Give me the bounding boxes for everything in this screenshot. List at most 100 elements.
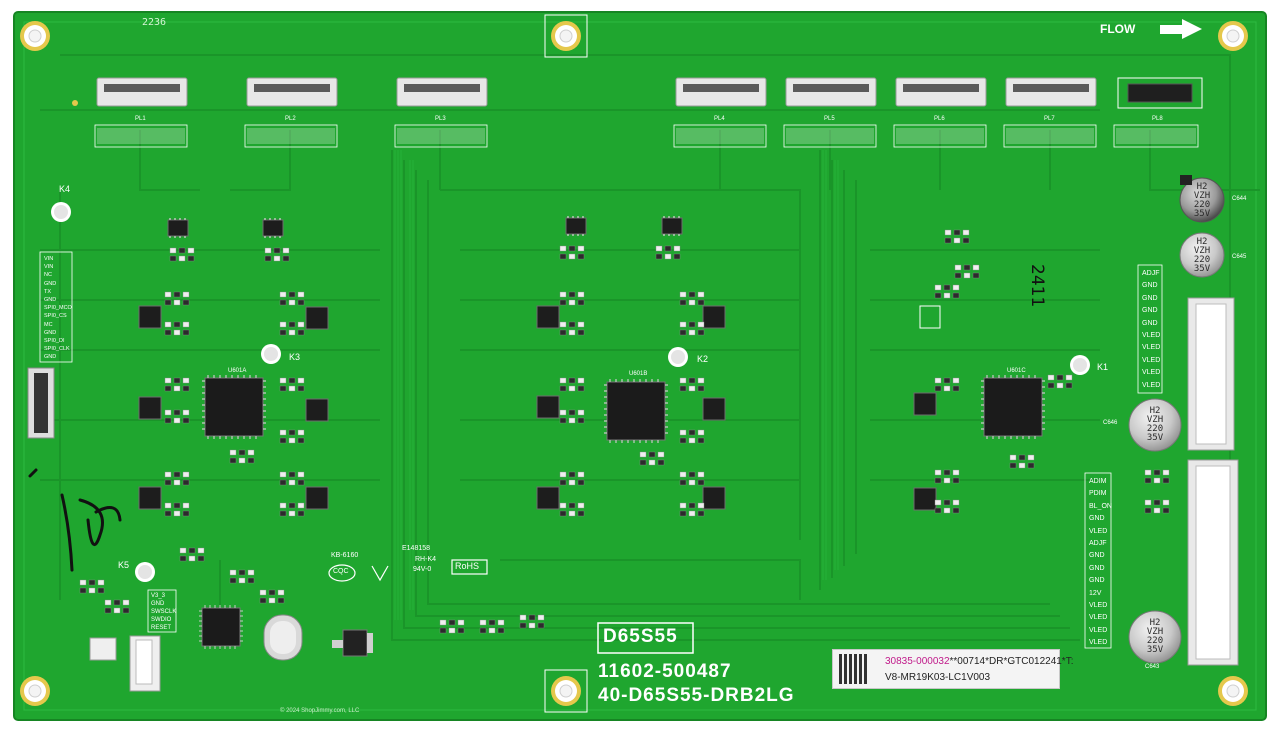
cap-ref-c646: C646 [1103,420,1118,426]
smd-part [559,299,567,306]
smd-part [952,284,960,291]
smd-part [688,437,696,444]
barcode-sticker: 30835-000032**00714*DR*GTC012241*T: V8-M… [832,649,1073,689]
smd-part [559,253,567,260]
smd-part [79,579,87,586]
smd-part [279,437,287,444]
smd-part [952,377,960,384]
smd-part [279,299,287,306]
smd-part [282,247,290,254]
pin-label: PDIM [1089,490,1107,498]
smd-part [182,502,190,509]
smd-part [952,469,960,476]
smd-part [164,299,172,306]
smd-part [122,607,130,614]
smd-part [279,329,287,336]
smd-part [268,589,276,596]
smd-part [953,229,961,236]
smd-part [88,579,96,586]
hole-label-k4: K4 [59,184,71,194]
smd-part [182,510,190,517]
smd-part [164,510,172,517]
smd-part [943,292,951,299]
smd-part [664,253,672,260]
smd-part [448,619,456,626]
smd-part [568,245,576,252]
smd-part [164,329,172,336]
smd-part [688,321,696,328]
smd-part [288,299,296,306]
smd-part [559,471,567,478]
smd-part [1144,469,1152,476]
pin-label: GND [1142,307,1158,315]
smd-part [238,577,246,584]
smd-part [279,471,287,478]
smd-part [279,291,287,298]
mount-pad-tr [1218,21,1248,51]
smd-part [1144,477,1152,484]
marking-94v: 94V-0 [413,566,432,573]
pin-label: V3_3 [151,593,166,599]
smd-part [655,245,663,252]
smd-part [479,619,487,626]
pin-label: ADJF [1089,540,1107,548]
smd-part [277,589,285,596]
smd-part [943,284,951,291]
smd-part [188,555,196,562]
smd-part [1047,374,1055,381]
cap-marking: 220 [1193,200,1211,210]
cap-marking: H2 [1149,406,1161,416]
mcu-ic [199,605,243,649]
smd-part [577,417,585,424]
smd-part [439,627,447,634]
smd-part [679,329,687,336]
smd-part [559,385,567,392]
smd-part [697,321,705,328]
smd-part [664,245,672,252]
smd-part [229,457,237,464]
smd-part [697,510,705,517]
cap-ref-c643: C643 [1145,664,1160,670]
cap-c646 [1128,398,1182,452]
smd-part [164,502,172,509]
smd-part [639,451,647,458]
smd-part [229,577,237,584]
smd-part [273,247,281,254]
cap-marking: H2 [1196,237,1208,247]
smd-part [963,264,971,271]
smd-components [79,229,1170,634]
smd-part [577,245,585,252]
smd-part [457,619,465,626]
mount-pad-bm [551,676,581,706]
smd-part [229,449,237,456]
smd-part [688,377,696,384]
connector-label-pl2: PL2 [285,116,296,122]
smd-part [568,321,576,328]
smd-part [952,292,960,299]
smd-part [279,385,287,392]
smd-part [559,291,567,298]
smd-part [182,299,190,306]
smd-part [173,321,181,328]
cap-c644 [1179,175,1225,223]
smd-part [577,329,585,336]
smd-part [648,451,656,458]
smd-part [559,321,567,328]
ic-label-u601c: U601C [1007,368,1026,374]
smd-part [279,502,287,509]
smd-part [164,471,172,478]
smd-part [954,272,962,279]
smd-part [288,437,296,444]
smd-part [679,291,687,298]
pin-label: GND [44,329,57,336]
smd-part [688,510,696,517]
cap-marking: VZH [1193,191,1211,201]
smd-part [1162,477,1170,484]
smd-part [697,299,705,306]
smd-part [497,627,505,634]
pin-label: GND [1142,282,1158,290]
hole-label-k5: K5 [118,560,130,570]
smd-part [1009,454,1017,461]
